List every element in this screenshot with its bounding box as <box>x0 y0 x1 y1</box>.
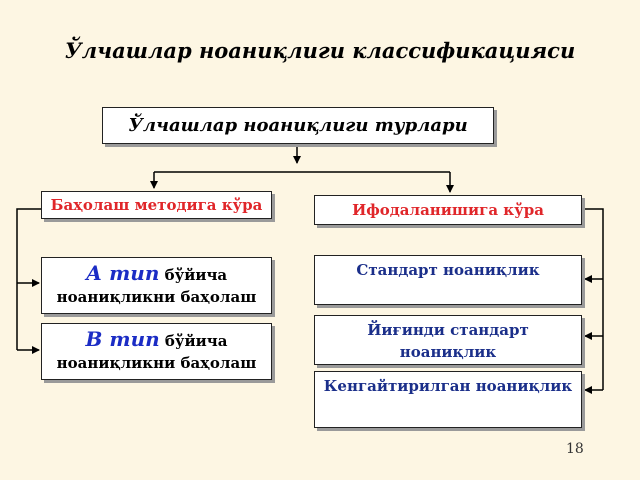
combined-uncertainty-line2: ноаниқлик <box>399 343 497 361</box>
type-b-box: В тип бўйича ноаниқликни баҳолаш <box>41 323 272 380</box>
root-label: Ўлчашлар ноаниқлиги турлари <box>128 115 468 136</box>
right-category-box: Ифодаланишига кўра <box>314 195 582 225</box>
type-a-box: А тип бўйича ноаниқликни баҳолаш <box>41 257 272 314</box>
right-category-label: Ифодаланишига кўра <box>352 201 544 219</box>
standard-uncertainty-label: Стандарт ноаниқлик <box>356 261 540 279</box>
page-number: 18 <box>566 441 584 457</box>
expanded-uncertainty-box: Кенгайтирилган ноаниқлик <box>314 371 582 428</box>
left-category-box: Баҳолаш методига кўра <box>41 191 272 219</box>
type-a-suffix: бўйича <box>159 266 228 284</box>
type-b-suffix: бўйича <box>159 332 228 350</box>
type-b-line2: ноаниқликни баҳолаш <box>56 354 257 372</box>
right-bracket-line <box>582 208 604 390</box>
combined-uncertainty-box: Йиғинди стандарт ноаниқлик <box>314 315 582 365</box>
type-b-letter: В тип <box>85 327 160 351</box>
expanded-uncertainty-label: Кенгайтирилган ноаниқлик <box>323 377 573 395</box>
type-b-line1: В тип бўйича <box>42 328 271 352</box>
combined-uncertainty-line1: Йиғинди стандарт <box>367 321 529 339</box>
root-box: Ўлчашлар ноаниқлиги турлари <box>102 107 494 144</box>
type-a-letter: А тип <box>85 261 160 285</box>
left-category-label: Баҳолаш методига кўра <box>50 196 263 214</box>
page-title: Ўлчашлар ноаниқлиги классификацияси <box>64 38 576 63</box>
left-bracket-line <box>16 208 41 350</box>
type-a-line2: ноаниқликни баҳолаш <box>56 288 257 306</box>
standard-uncertainty-box: Стандарт ноаниқлик <box>314 255 582 305</box>
type-a-line1: А тип бўйича <box>42 262 271 286</box>
